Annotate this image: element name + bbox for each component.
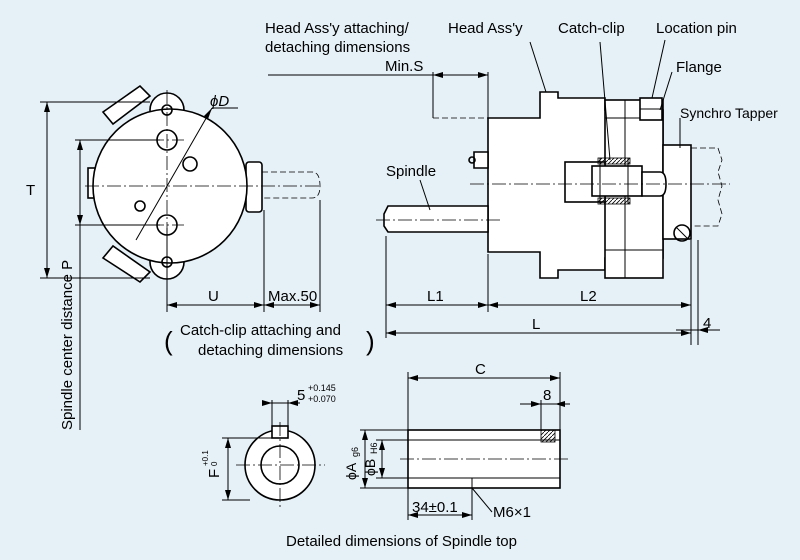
spindle-top-detail bbox=[222, 372, 570, 520]
paren-close: ) bbox=[366, 326, 375, 356]
synchro-phantom-side bbox=[691, 147, 723, 227]
catch-clip-dims-label-1: Catch-clip attaching and bbox=[180, 322, 341, 339]
dim-t bbox=[40, 101, 150, 279]
head-attach-label-2: detaching dimensions bbox=[265, 39, 410, 56]
spindle-center-distance-label: Spindle center distance P bbox=[59, 260, 76, 430]
synchro-phantom-front bbox=[262, 171, 321, 199]
five-label: 5 bbox=[297, 387, 305, 404]
location-pin-label: Location pin bbox=[656, 20, 737, 37]
catch-clip-dims-label-2: detaching dimensions bbox=[198, 342, 343, 359]
dim-min-s bbox=[268, 72, 489, 119]
phi-b-label: ϕB bbox=[362, 459, 378, 476]
eight-label: 8 bbox=[543, 387, 551, 404]
front-view bbox=[85, 84, 322, 285]
clip-top-left bbox=[101, 84, 152, 126]
paren-open: ( bbox=[164, 326, 173, 356]
plate-screw bbox=[673, 224, 691, 242]
top-knob bbox=[473, 151, 489, 169]
l-label: L bbox=[532, 316, 540, 333]
pin-hole bbox=[182, 156, 198, 172]
clip-right bbox=[245, 161, 263, 213]
u-label: U bbox=[208, 288, 219, 305]
leaders bbox=[419, 39, 681, 211]
phi-b-sub: H6 bbox=[369, 442, 379, 454]
spindle-label: Spindle bbox=[386, 163, 436, 180]
f-tol-lower: 0 bbox=[210, 461, 219, 466]
phi-a-sub: g6 bbox=[350, 447, 360, 457]
flange-label: Flange bbox=[676, 59, 722, 76]
side-view bbox=[376, 91, 730, 279]
l2-label: L2 bbox=[580, 288, 597, 305]
four-label: 4 bbox=[703, 315, 711, 332]
clip-bottom-left bbox=[101, 244, 152, 284]
synchro-plate bbox=[662, 144, 692, 240]
max50-label: Max.50 bbox=[268, 288, 317, 305]
caption: Detailed dimensions of Spindle top bbox=[286, 533, 517, 550]
l1-label: L1 bbox=[427, 288, 444, 305]
dim-p bbox=[75, 139, 160, 430]
five-tol-lower: +0.070 bbox=[308, 394, 336, 404]
phi-d-label: ϕD bbox=[210, 93, 229, 110]
five-tol-upper: +0.145 bbox=[308, 383, 336, 393]
catch-clip-label: Catch-clip bbox=[558, 20, 625, 37]
dim-u-max50 bbox=[166, 200, 321, 312]
head-assy-label: Head Ass'y bbox=[448, 20, 523, 37]
head-attach-label-1: Head Ass'y attaching/ bbox=[265, 20, 410, 37]
phi-a-label: ϕA bbox=[343, 462, 359, 480]
f-label: F bbox=[206, 469, 223, 478]
c-label: C bbox=[475, 361, 486, 378]
min-s-label: Min.S bbox=[385, 58, 423, 75]
dim-34-label: 34±0.1 bbox=[412, 499, 458, 516]
t-label: T bbox=[26, 182, 35, 199]
small-hole bbox=[134, 200, 146, 212]
synchro-tapper-label: Synchro Tapper bbox=[680, 105, 778, 121]
spindle-shaft bbox=[383, 205, 489, 233]
m6-label: M6×1 bbox=[493, 504, 531, 521]
f-tol-upper: +0.1 bbox=[201, 450, 210, 466]
dim-l bbox=[385, 236, 720, 345]
